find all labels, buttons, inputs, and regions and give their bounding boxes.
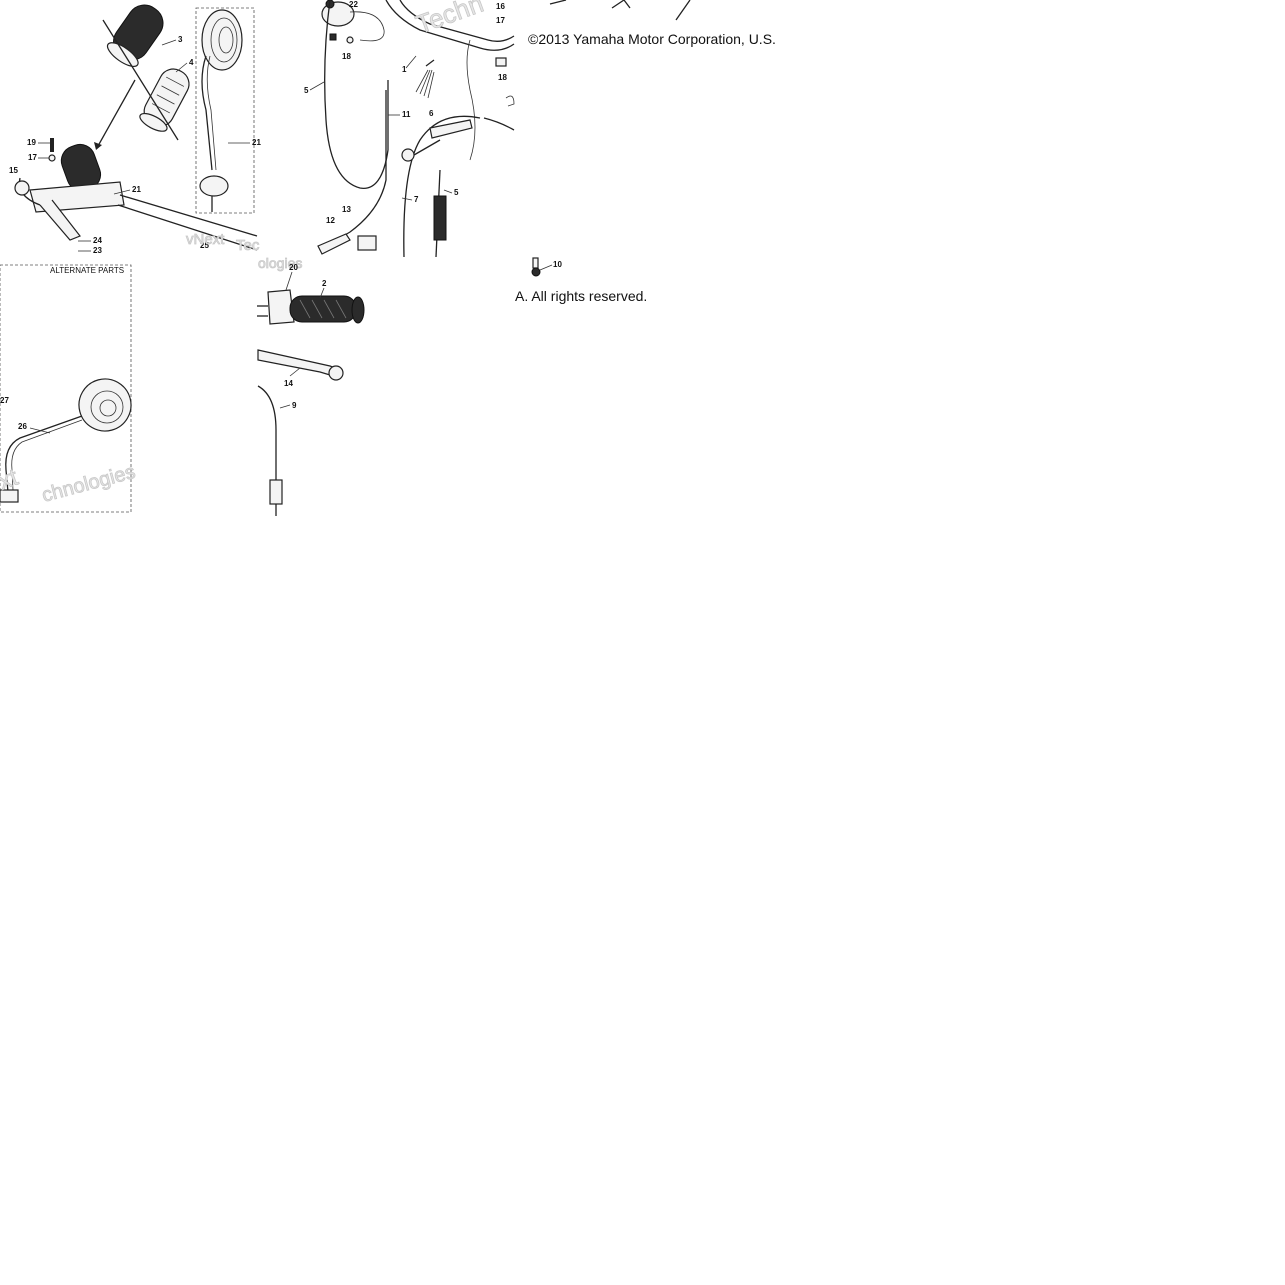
cable-5 (324, 0, 389, 189)
svg-text:14: 14 (284, 379, 293, 388)
svg-text:5: 5 (304, 86, 309, 95)
alternate-mirror (0, 378, 132, 503)
cable-9 (257, 385, 283, 516)
brake-lever (257, 349, 344, 381)
watermark-text: chnologies (40, 461, 138, 507)
svg-text:27: 27 (0, 396, 9, 405)
bracket-line (102, 19, 179, 141)
svg-text:18: 18 (342, 52, 351, 61)
watermark-text: Tec (236, 237, 260, 254)
svg-text:16: 16 (496, 2, 505, 11)
svg-text:13: 13 (342, 205, 351, 214)
part-labels-top-left: 3 4 19 17 15 21 21 24 23 25 (9, 35, 261, 255)
mirror (199, 9, 243, 212)
grip-dark-part (106, 4, 164, 67)
alternate-parts-box (0, 264, 132, 513)
cable-7 (403, 115, 481, 258)
svg-text:5: 5 (454, 188, 459, 197)
svg-text:24: 24 (93, 236, 102, 245)
alternate-parts-label: ALTERNATE PARTS (50, 266, 124, 275)
diagram-tile-bottom-middle: ologies 20 2 14 9 (257, 255, 365, 516)
svg-text:3: 3 (178, 35, 183, 44)
svg-text:25: 25 (200, 241, 209, 250)
svg-text:9: 9 (292, 401, 297, 410)
diagram-tile-top-middle: 22 18 5 1 11 6 7 5 12 13 16 17 18 Techn (304, 0, 515, 258)
svg-text:10: 10 (553, 260, 562, 269)
svg-text:12: 12 (326, 216, 335, 225)
svg-text:2: 2 (322, 279, 327, 288)
svg-text:15: 15 (9, 166, 18, 175)
svg-text:17: 17 (28, 153, 37, 162)
cable-11 (319, 90, 387, 251)
svg-text:19: 19 (27, 138, 36, 147)
diagram-tile-top-right: 10 (531, 0, 691, 277)
part-labels-top-middle: 22 18 5 1 11 6 7 5 12 13 16 17 18 (304, 0, 507, 225)
grip-light-part (139, 68, 190, 132)
svg-text:6: 6 (429, 109, 434, 118)
throttle-grip (257, 289, 365, 325)
svg-text:11: 11 (402, 110, 411, 119)
svg-text:18: 18 (498, 73, 507, 82)
svg-text:1: 1 (402, 65, 407, 74)
svg-text:20: 20 (289, 263, 298, 272)
svg-text:22: 22 (349, 0, 358, 9)
watermark-text: xt (0, 464, 22, 496)
watermark-text: vNext (186, 231, 225, 248)
copyright-line-1: ©2013 Yamaha Motor Corporation, U.S. (528, 31, 776, 47)
diagram-tile-bottom-left: ALTERNATE PARTS 27 26 xt chnologies (0, 264, 138, 513)
svg-text:26: 26 (18, 422, 27, 431)
copyright-line-2: A. All rights reserved. (515, 288, 648, 304)
handlebar-left-grip (14, 138, 258, 251)
watermark-text: Techn (412, 0, 487, 40)
diagram-tile-top-left: 3 4 19 17 15 21 21 24 23 25 vNext Tec (9, 4, 261, 255)
watermark-text: ologies (258, 255, 302, 271)
mirror-box (195, 7, 255, 214)
svg-text:17: 17 (496, 16, 505, 25)
svg-text:23: 23 (93, 246, 102, 255)
svg-text:21: 21 (132, 185, 141, 194)
svg-text:7: 7 (414, 195, 419, 204)
svg-text:4: 4 (189, 58, 194, 67)
svg-text:21: 21 (252, 138, 261, 147)
screw-part-10: 10 (531, 257, 562, 277)
